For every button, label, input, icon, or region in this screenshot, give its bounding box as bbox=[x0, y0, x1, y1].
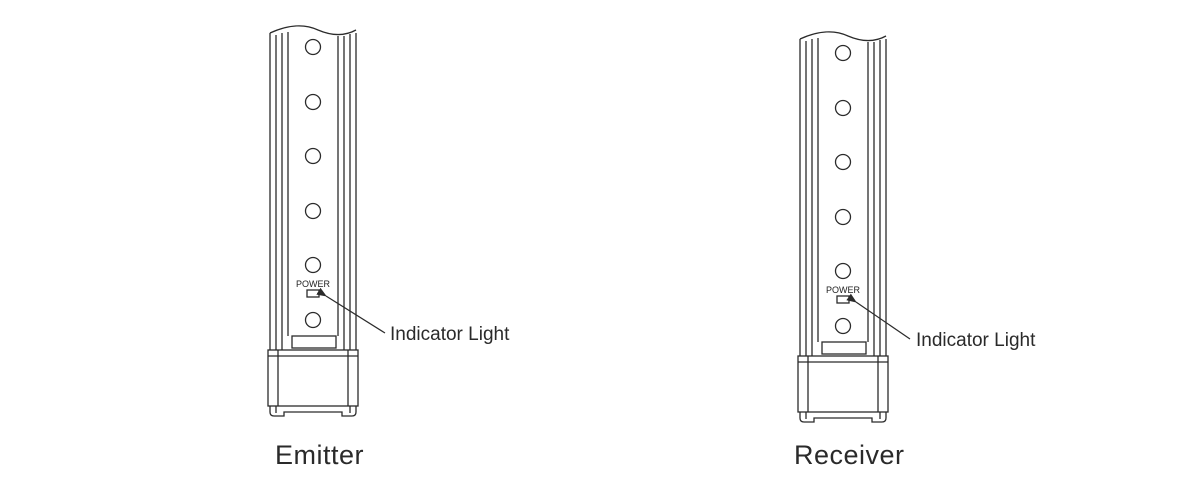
receiver-feet bbox=[799, 412, 887, 423]
receiver-top-break bbox=[799, 31, 887, 42]
emitter-callout-line bbox=[316, 287, 386, 334]
emitter-led bbox=[304, 202, 322, 220]
receiver-housing bbox=[799, 39, 887, 356]
receiver-led bbox=[834, 153, 852, 171]
receiver-callout-label: Indicator Light bbox=[916, 330, 1036, 351]
receiver-led bbox=[834, 99, 852, 117]
receiver-caption: Receiver bbox=[794, 440, 905, 470]
emitter-top-break bbox=[269, 25, 357, 36]
receiver-power-indicator bbox=[836, 295, 850, 304]
emitter-led bbox=[304, 311, 322, 329]
emitter-unit bbox=[267, 25, 386, 417]
receiver-lens-base bbox=[821, 341, 867, 355]
emitter-power-indicator bbox=[306, 289, 320, 298]
receiver-unit bbox=[797, 31, 911, 423]
emitter-feet bbox=[269, 406, 357, 417]
emitter-callout-label: Indicator Light bbox=[390, 324, 510, 345]
receiver-led bbox=[834, 44, 852, 62]
receiver-led bbox=[834, 262, 852, 280]
emitter-led bbox=[304, 38, 322, 56]
emitter-lens-base bbox=[291, 335, 337, 349]
receiver-callout-line bbox=[846, 293, 911, 340]
emitter-caption: Emitter bbox=[275, 440, 365, 470]
receiver-power-label: POWER bbox=[826, 285, 861, 295]
receiver-base-cap bbox=[797, 355, 889, 413]
emitter-led bbox=[304, 147, 322, 165]
emitter-base-cap bbox=[267, 349, 359, 407]
emitter-power-label: POWER bbox=[296, 279, 331, 289]
emitter-led bbox=[304, 93, 322, 111]
receiver-led bbox=[834, 208, 852, 226]
emitter-housing bbox=[269, 33, 357, 350]
receiver-led bbox=[834, 317, 852, 335]
emitter-led bbox=[304, 256, 322, 274]
